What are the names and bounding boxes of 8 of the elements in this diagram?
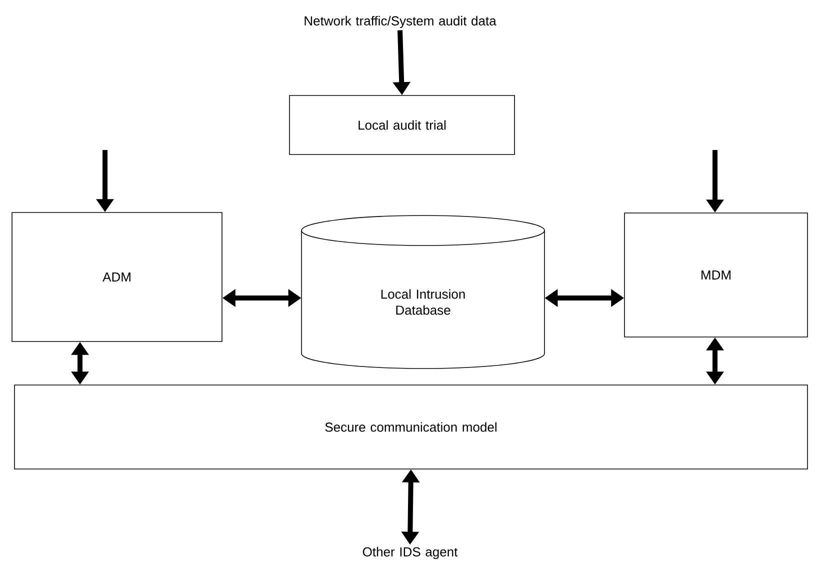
node-label: Network traffic/System audit data (304, 16, 496, 28)
database-cylinder: Local Intrusion Database (301, 215, 545, 369)
process-box: Local audit trial (289, 95, 515, 155)
process-box: Secure communication model (14, 384, 808, 470)
process-box: MDM (624, 212, 808, 338)
node-label: Other IDS agent (362, 546, 458, 560)
process-box: ADM (12, 212, 222, 342)
node-label: Local Intrusion Database (381, 289, 465, 315)
